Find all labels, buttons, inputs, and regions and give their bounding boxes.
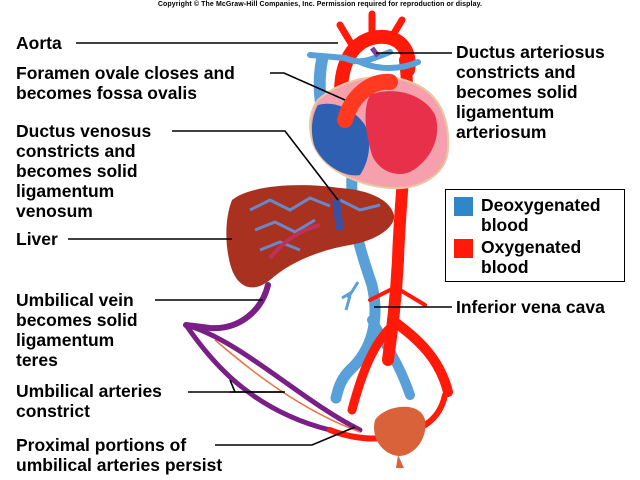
label-liver: Liver [16,229,58,249]
iliac-artery-right [387,315,453,397]
arch-branches [336,10,406,49]
legend-label-oxygenated: Oxygenated blood [481,237,582,277]
ligamentum-arteriosum [370,46,380,58]
legend-label-deoxygenated: Deoxygenated blood [481,195,601,235]
left-heart-chambers [365,91,438,175]
copyright-notice: Copyright © The McGraw-Hill Companies, I… [157,1,483,8]
legend: Deoxygenated blood Oxygenated blood [445,189,625,282]
label-umbilical-arteries: Umbilical arteries constrict [16,381,162,421]
label-ductus-arteriosus: Ductus arteriosus constricts and becomes… [456,42,605,142]
pulmonary-artery [307,49,421,71]
ductus-venosus-remnant [332,199,344,231]
umbilical-artery-thin [214,339,361,433]
label-ductus-venosus: Ductus venosus constricts and becomes so… [16,121,152,221]
leader-foramen-ovale [270,72,346,101]
iliac-artery-left [347,325,393,415]
leader-proximal-portions [215,426,356,446]
umbilical-artery-upper [183,322,363,433]
liver [226,185,395,288]
umbilical-artery-lower [183,322,333,433]
aorta-root [337,73,398,128]
ligamentum-teres [183,282,271,332]
label-umbilical-vein: Umbilical vein becomes solid ligamentum … [16,290,138,370]
umbilical-vein-in-liver [268,223,321,260]
urethra [396,455,404,468]
hepatic-vein-branch [341,281,360,311]
leader-lines [68,42,452,446]
renal-artery [368,284,427,307]
liver-vessels [249,196,381,252]
label-aorta: Aorta [16,33,62,53]
label-proximal-portions: Proximal portions of umbilical arteries … [16,435,223,475]
label-foramen-ovale: Foramen ovale closes and becomes fossa o… [16,63,235,103]
legend-swatch-oxygenated [454,239,473,258]
right-heart-chambers [311,103,370,176]
bladder [374,406,426,456]
legend-swatch-deoxygenated [454,197,473,216]
leader-ductus-venosus [172,130,339,201]
legend-item-oxygenated: Oxygenated blood [454,237,581,277]
legend-item-deoxygenated: Deoxygenated blood [454,195,601,235]
label-inferior-vena-cava: Inferior vena cava [456,297,605,317]
